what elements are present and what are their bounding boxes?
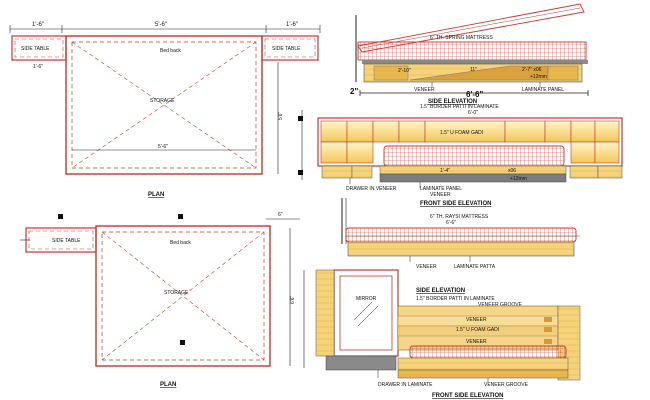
laminate-patta-label: LAMINATE PATTA bbox=[454, 264, 496, 270]
bed-back-label-top: Bed back bbox=[160, 48, 181, 54]
plan-top-dim-3: 1'-6" bbox=[286, 22, 298, 28]
side-elevation-bottom: 6" TH. RAYSI MATTRESS 6'-6" VENEER LAMIN… bbox=[341, 198, 580, 270]
plan-top-title: PLAN bbox=[148, 192, 164, 198]
veneer-label-side-top: VENEER bbox=[414, 87, 435, 93]
plan-top: 1'-6" 5'-6" 1'-6" SIDE TABLE 1'-6" SIDE … bbox=[9, 22, 321, 198]
plan-bottom: 6" SIDE TABLE Bed back STORAGE 6'6" PLAN bbox=[20, 212, 300, 388]
headboard-panels bbox=[320, 120, 620, 164]
side-top-dim-1: 2'-10" bbox=[398, 68, 411, 74]
veneer-label-side-bottom: VENEER bbox=[416, 264, 437, 270]
front-elevation-top: 1.5" BORDER PATTI IN LAMINATE 6'-0" 1.5"… bbox=[298, 104, 623, 207]
mattress-label-top: 6" TH. SPRING MATTRESS bbox=[430, 35, 493, 41]
storage-label-top: STORAGE bbox=[150, 98, 175, 104]
veneer-label-1: VENEER bbox=[466, 317, 487, 323]
foam-label-front-top: 1.5" U FOAM GADI bbox=[440, 130, 483, 136]
veneer-groove-label-1: VENEER GROOVE bbox=[478, 302, 523, 308]
side-top-dim-2: 11" bbox=[470, 67, 477, 73]
plan-top-dim-1: 1'-6" bbox=[32, 22, 44, 28]
mattress-label-bottom: 6" TH. RAYSI MATTRESS bbox=[430, 214, 489, 220]
veneer-groove-label-2: VENEER GROOVE bbox=[484, 382, 529, 388]
plan-bottom-depth-dim: 6'6" bbox=[290, 295, 296, 304]
side-bottom-width-dim: 6'-6" bbox=[446, 220, 456, 226]
mirror-label: MIRROR bbox=[356, 296, 377, 302]
side-top-overall-dim: 6'-6" bbox=[466, 90, 483, 99]
side-table-right-label: SIDE TABLE bbox=[272, 46, 301, 52]
side-top-left-dim: 2" bbox=[350, 87, 358, 96]
side-table-bottom-label: SIDE TABLE bbox=[52, 238, 81, 244]
side-elevation-top-title: SIDE ELEVATION bbox=[428, 99, 477, 105]
bed-back-label-bottom: Bed back bbox=[170, 240, 191, 246]
plan-bottom-dim-1: 6" bbox=[278, 212, 283, 218]
front-top-dim-3: x06 bbox=[508, 168, 516, 174]
side-top-dim-3: 2'-7" x06 bbox=[522, 67, 542, 73]
side-table-left-label: SIDE TABLE bbox=[21, 46, 50, 52]
veneer-label-2: VENEER bbox=[466, 339, 487, 345]
side-elevation-top: 6" TH. SPRING MATTRESS 2'-10" 11" 2'-7" … bbox=[350, 3, 589, 105]
laminate-panel-label-front-top: LAMINATE PANEL bbox=[420, 186, 462, 192]
border-label-front-bottom: 1.5" BORDER PATTI IN LAMINATE bbox=[416, 296, 495, 302]
front-elevation-top-title: FRONT SIDE ELEVATION bbox=[420, 201, 491, 207]
side-top-dim-4: +12mm bbox=[530, 74, 547, 80]
front-top-width-dim: 6'-0" bbox=[468, 110, 478, 116]
plan-bottom-title: PLAN bbox=[160, 382, 176, 388]
veneer-label-front-top: VENEER bbox=[430, 192, 451, 198]
plan-top-dim-4: 1'-6" bbox=[33, 64, 43, 70]
front-elevation-bottom: SIDE ELEVATION 1.5" BORDER PATTI IN LAMI… bbox=[303, 269, 581, 399]
plan-top-depth-dim: 5'6" bbox=[278, 111, 284, 120]
foam-label-front-bottom: 1.5" U FOAM GADI bbox=[456, 327, 499, 333]
plan-top-dim-2: 5'-6" bbox=[155, 22, 167, 28]
front-top-dim-2: +12mm bbox=[510, 176, 527, 182]
border-label-front-top: 1.5" BORDER PATTI IN LAMINATE bbox=[420, 104, 499, 110]
laminate-panel-label-side-top: LAMINATE PANEL bbox=[522, 87, 564, 93]
front-elevation-bottom-title: FRONT SIDE ELEVATION bbox=[432, 393, 503, 399]
front-top-dim-1: 1'-4" bbox=[440, 168, 450, 174]
drawer-label-front-top: DRAWER IN VENEER bbox=[346, 186, 397, 192]
side-elevation-bottom-title: SIDE ELEVATION bbox=[416, 288, 465, 294]
drawer-label-front-bottom: DRAWER IN LAMINATE bbox=[378, 382, 433, 388]
storage-label-bottom: STORAGE bbox=[164, 290, 189, 296]
plan-top-dim-5: 5'-6" bbox=[158, 144, 168, 150]
